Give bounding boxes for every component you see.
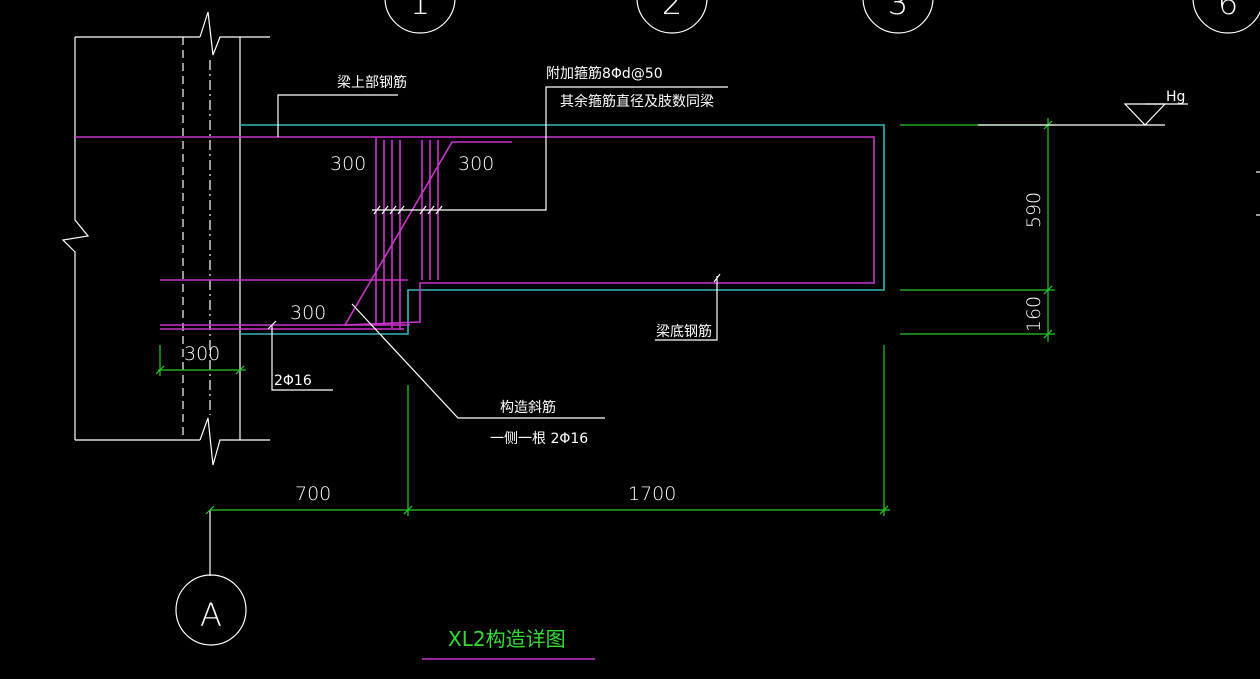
level-triangle — [1123, 103, 1167, 126]
column-left-edge-break — [61, 37, 90, 440]
rebar — [75, 136, 875, 330]
level-label: Hg — [1166, 89, 1185, 105]
leader-extra-stirrup — [372, 86, 728, 211]
dim-text-160: 160 — [1023, 296, 1045, 332]
grid-bubbles-top: 1 2 3 6 — [384, 0, 1260, 34]
dim-text-300-top-right: 300 — [458, 153, 494, 175]
column-top-break — [199, 11, 270, 56]
grid-bubble-1-label: 1 — [410, 0, 430, 22]
level-marker: Hg — [978, 89, 1188, 126]
label-top-bar: 梁上部钢筋 — [337, 74, 407, 91]
grid-bubble-6 — [1192, 0, 1260, 34]
label-2phi16: 2Φ16 — [274, 373, 312, 389]
leader-diag-bar — [351, 303, 605, 419]
grid-bubble-2-label: 2 — [662, 0, 682, 22]
label-bottom-bar: 梁底钢筋 — [656, 323, 712, 340]
leader-ticks — [373, 205, 443, 215]
dim-text-590: 590 — [1023, 192, 1045, 228]
grid-bubble-3-label: 3 — [888, 0, 908, 22]
label-diag-bar: 构造斜筋 — [500, 399, 556, 416]
label-diag-bar-note: 一侧一根 2Φ16 — [490, 431, 588, 447]
dim-text-300-top-left: 300 — [330, 153, 366, 175]
label-stirrup-note: 其余箍筋直径及肢数同梁 — [560, 93, 714, 110]
column — [61, 11, 270, 576]
column-bottom-break — [199, 417, 270, 466]
dim-text-300-mid: 300 — [290, 302, 326, 324]
grid-bubble-2 — [636, 0, 708, 34]
dim-text-1700: 1700 — [628, 483, 676, 505]
dim-text-300-left: 300 — [184, 343, 220, 365]
dim-text-700: 700 — [295, 483, 331, 505]
label-extra-stirrup: 附加箍筋8Φd@50 — [546, 65, 663, 82]
grid-bubble-1 — [384, 0, 456, 34]
grid-bubble-3 — [862, 0, 934, 34]
leader-bottom-bar — [655, 276, 718, 341]
leaders — [267, 86, 728, 419]
leader-top-bar — [277, 94, 398, 137]
leader-2phi16 — [271, 325, 333, 391]
drawing-title: XL2构造详图 — [448, 627, 566, 651]
main-bar — [75, 136, 875, 326]
grid-bubble-a — [175, 574, 247, 646]
leader-2phi16-tick — [267, 320, 277, 330]
leader-bottom-bar-tick — [713, 273, 721, 283]
grid-bubble-a-label: A — [200, 596, 222, 634]
grid-bubble-6-label: 6 — [1218, 0, 1238, 22]
